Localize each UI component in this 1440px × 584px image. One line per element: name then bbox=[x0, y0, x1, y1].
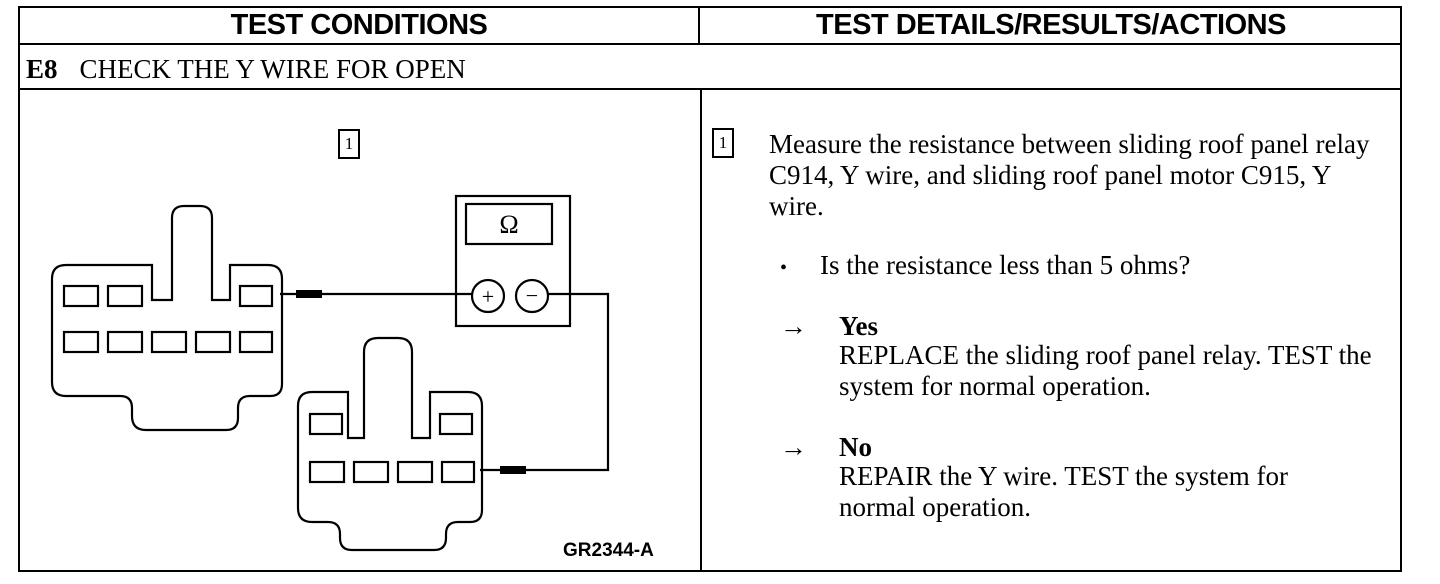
column-divider-top bbox=[698, 6, 700, 44]
figure-step-marker: 1 bbox=[338, 129, 360, 159]
negative-probe bbox=[500, 466, 526, 474]
relay-connector-c914 bbox=[50, 204, 284, 432]
wiring-diagram: Ω + − bbox=[50, 194, 610, 552]
step-title: CHECK THE Y WIRE FOR OPEN bbox=[79, 53, 466, 84]
test-details-heading: TEST DETAILS/RESULTS/ACTIONS bbox=[816, 8, 1286, 41]
relay-terminals bbox=[62, 284, 274, 354]
figure-label: GR2344-A bbox=[563, 540, 654, 561]
header-divider bbox=[18, 43, 1402, 45]
minus-symbol: − bbox=[526, 283, 538, 308]
positive-probe bbox=[296, 290, 322, 298]
no-answer: No bbox=[839, 432, 872, 462]
meter-minus-jack bbox=[514, 278, 550, 314]
meter-body bbox=[454, 194, 572, 328]
details-step-marker: 1 bbox=[712, 128, 734, 158]
yes-arrow: → bbox=[780, 311, 807, 341]
ohmmeter bbox=[454, 194, 572, 328]
question-text: Is the resistance less than 5 ohms? bbox=[820, 250, 1191, 280]
no-arrow: → bbox=[780, 432, 807, 462]
step-divider bbox=[18, 88, 1402, 90]
test-conditions-heading: TEST CONDITIONS bbox=[230, 8, 488, 41]
column-divider-body bbox=[700, 88, 702, 572]
yes-action: REPLACE the sliding roof panel relay. TE… bbox=[839, 340, 1372, 401]
meter-display bbox=[464, 202, 554, 246]
plus-symbol: + bbox=[482, 284, 494, 309]
negative-lead bbox=[480, 292, 610, 472]
motor-connector-c915 bbox=[296, 336, 484, 552]
step-title-row: E8 CHECK THE Y WIRE FOR OPEN bbox=[26, 50, 466, 88]
yes-answer: Yes bbox=[839, 311, 878, 341]
motor-terminals bbox=[308, 412, 476, 484]
question-bullet: • bbox=[780, 257, 788, 279]
step-id: E8 bbox=[26, 53, 58, 84]
meter-plus-jack bbox=[470, 278, 506, 314]
test-table bbox=[18, 6, 1402, 572]
instruction-text: Measure the resistance between sliding r… bbox=[769, 129, 1370, 221]
test-leads bbox=[280, 292, 610, 472]
no-action: REPAIR the Y wire. TEST the system for n… bbox=[839, 461, 1288, 522]
ohm-symbol: Ω bbox=[499, 210, 518, 239]
